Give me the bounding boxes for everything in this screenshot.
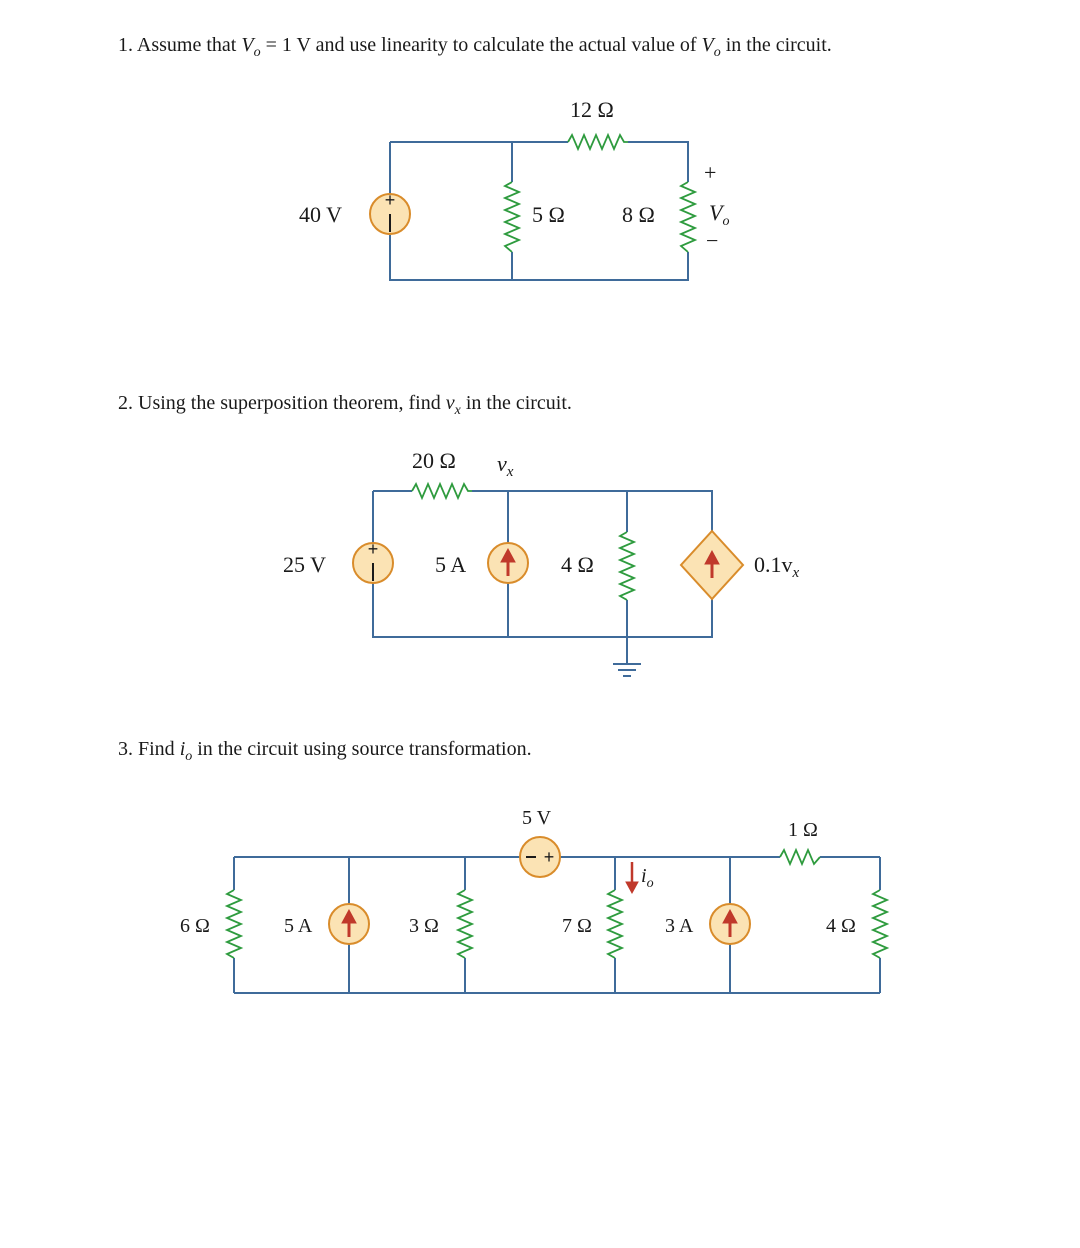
question-3-number: 3. bbox=[118, 738, 133, 760]
resistor-20-ohm bbox=[411, 481, 472, 501]
label-io-var: i bbox=[641, 865, 647, 887]
question-1-sub-2: o bbox=[713, 45, 721, 60]
label-io: io bbox=[641, 865, 654, 891]
circuit-1: + 40 V 12 Ω 5 Ω 8 Ω + Vo − bbox=[299, 97, 729, 281]
label-5a: 5 A bbox=[435, 552, 466, 577]
label-5a-c3: 5 A bbox=[284, 915, 313, 937]
label-vx-sub: x bbox=[506, 464, 514, 480]
label-vo-var: V bbox=[709, 200, 725, 225]
current-source-5a bbox=[487, 542, 529, 584]
resistor-1-ohm bbox=[779, 847, 821, 867]
svg-text:+: + bbox=[385, 190, 396, 210]
question-1-text-b: = 1 V and use linearity to calculate the… bbox=[260, 34, 702, 56]
question-3-text-b: in the circuit using source transformati… bbox=[192, 738, 532, 760]
question-1-number: 1. bbox=[118, 34, 133, 56]
label-io-sub: o bbox=[647, 876, 654, 891]
svg-text:+: + bbox=[544, 847, 555, 867]
label-7-ohm: 7 Ω bbox=[562, 915, 592, 937]
ground-icon bbox=[613, 663, 641, 677]
label-8-ohm: 8 Ω bbox=[622, 202, 655, 227]
label-vo-sub: o bbox=[722, 214, 729, 229]
question-3-var: i bbox=[179, 738, 186, 760]
question-2-text-a: Using the superposition theorem, find bbox=[138, 392, 446, 414]
circuit-3-wires bbox=[233, 856, 881, 994]
label-3-ohm: 3 Ω bbox=[409, 915, 439, 937]
label-25v: 25 V bbox=[283, 552, 326, 577]
label-5-ohm: 5 Ω bbox=[532, 202, 565, 227]
circuit-1-wires bbox=[389, 141, 689, 281]
resistor-8-ohm bbox=[678, 181, 698, 253]
voltage-source-25v: + bbox=[352, 539, 394, 584]
question-2-sub: x bbox=[454, 403, 461, 418]
question-2-number: 2. bbox=[118, 392, 133, 414]
resistor-4-ohm-c3 bbox=[870, 889, 890, 959]
label-3a: 3 A bbox=[665, 915, 694, 937]
label-dependent-sub: x bbox=[792, 565, 800, 581]
question-1-sub: o bbox=[253, 45, 261, 60]
question-3: 3. Find io in the circuit using source t… bbox=[118, 738, 532, 765]
label-4-ohm-c3: 4 Ω bbox=[826, 915, 856, 937]
label-vx: vx bbox=[497, 451, 514, 480]
label-40v: 40 V bbox=[299, 202, 342, 227]
resistor-12-ohm bbox=[567, 132, 628, 152]
resistor-4-ohm bbox=[617, 531, 637, 601]
question-1: 1. Assume that Vo = 1 V and use linearit… bbox=[118, 34, 832, 61]
question-1-var-2: V bbox=[701, 34, 714, 56]
resistor-7-ohm bbox=[605, 889, 625, 959]
label-5v: 5 V bbox=[522, 807, 552, 829]
resistor-6-ohm bbox=[224, 889, 244, 959]
resistor-5-ohm bbox=[502, 181, 522, 253]
circuit-2: + 20 Ω vx 25 V 5 A 4 Ω 0.1vx bbox=[283, 448, 800, 677]
question-3-sub: o bbox=[185, 749, 193, 764]
label-12-ohm: 12 Ω bbox=[570, 97, 614, 122]
label-vo-plus: + bbox=[704, 160, 716, 185]
label-1-ohm: 1 Ω bbox=[788, 819, 818, 841]
voltage-source-40v: + bbox=[369, 190, 411, 235]
question-2-var: v bbox=[445, 392, 455, 414]
question-3-text-a: Find bbox=[138, 738, 180, 760]
circuit-2-wires bbox=[372, 490, 713, 664]
label-vx-var: v bbox=[497, 451, 507, 476]
label-vo-minus: − bbox=[706, 228, 718, 253]
voltage-source-5v: + bbox=[519, 836, 561, 878]
question-2-text-b: in the circuit. bbox=[460, 392, 572, 414]
svg-text:+: + bbox=[368, 539, 379, 559]
label-dependent-value: 0.1v bbox=[754, 552, 793, 577]
current-source-5a-c3 bbox=[328, 903, 370, 945]
resistor-3-ohm bbox=[455, 889, 475, 959]
label-4-ohm: 4 Ω bbox=[561, 552, 594, 577]
label-20-ohm: 20 Ω bbox=[412, 448, 456, 473]
question-1-text-a: Assume that bbox=[136, 34, 242, 56]
question-1-var: V bbox=[241, 34, 254, 56]
current-arrow-icon bbox=[625, 862, 639, 895]
label-6-ohm: 6 Ω bbox=[180, 915, 210, 937]
circuit-3: + 5 V 1 Ω 6 Ω 5 A 3 Ω 7 Ω io 3 A 4 Ω bbox=[180, 807, 890, 994]
current-source-3a bbox=[709, 903, 751, 945]
question-2: 2. Using the superposition theorem, find… bbox=[118, 392, 572, 419]
question-1-text-c: in the circuit. bbox=[720, 34, 832, 56]
dependent-current-source bbox=[679, 529, 745, 601]
label-dependent: 0.1vx bbox=[754, 552, 800, 581]
label-vo: Vo bbox=[709, 200, 729, 229]
